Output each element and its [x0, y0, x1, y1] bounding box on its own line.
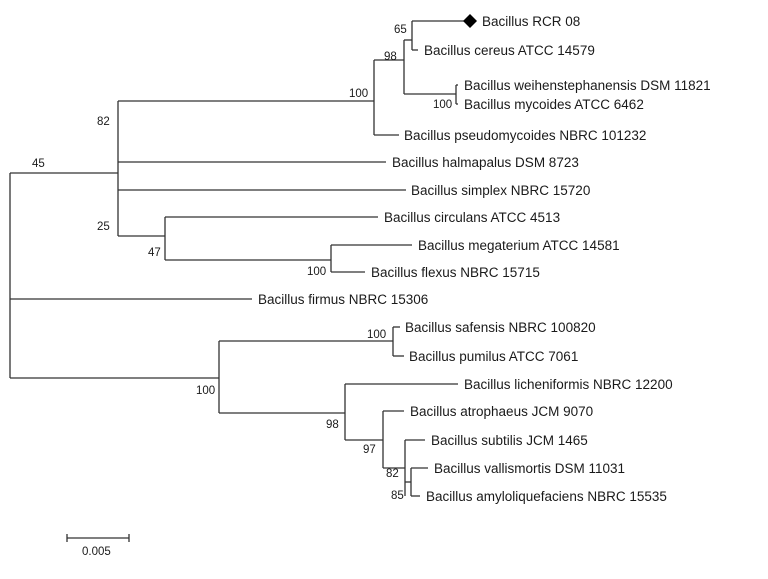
bootstrap-value: 82 — [97, 116, 110, 128]
bootstrap-value: 100 — [307, 266, 326, 278]
bootstrap-value: 25 — [97, 221, 110, 233]
bootstrap-value: 85 — [391, 490, 404, 502]
taxon-label: Bacillus vallismortis DSM 11031 — [434, 461, 625, 476]
taxon-label: Bacillus weihenstephanensis DSM 11821 — [464, 78, 711, 93]
bootstrap-value: 100 — [433, 99, 452, 111]
bootstrap-value: 100 — [349, 88, 368, 100]
taxon-label: Bacillus pseudomycoides NBRC 101232 — [404, 128, 646, 143]
taxon-label: Bacillus pumilus ATCC 7061 — [409, 349, 578, 364]
taxon-label: Bacillus halmapalus DSM 8723 — [392, 155, 579, 170]
taxon-label: Bacillus subtilis JCM 1465 — [431, 433, 588, 448]
bootstrap-value: 100 — [196, 385, 215, 397]
taxon-label: Bacillus atrophaeus JCM 9070 — [410, 404, 593, 419]
bootstrap-value: 100 — [367, 329, 386, 341]
taxon-labels: Bacillus RCR 08 Bacillus cereus ATCC 145… — [258, 14, 711, 504]
scale-bar-label: 0.005 — [82, 546, 111, 558]
taxon-label: Bacillus simplex NBRC 15720 — [411, 183, 590, 198]
taxon-label: Bacillus licheniformis NBRC 12200 — [464, 377, 673, 392]
taxon-label: Bacillus amyloliquefaciens NBRC 15535 — [426, 489, 667, 504]
tree-branches — [9, 20, 466, 497]
bootstrap-value: 97 — [363, 444, 376, 456]
bootstrap-value: 45 — [32, 158, 45, 170]
taxon-label: Bacillus circulans ATCC 4513 — [384, 210, 560, 225]
taxon-label: Bacillus mycoides ATCC 6462 — [464, 97, 644, 112]
bootstrap-value: 47 — [148, 247, 161, 259]
taxon-label: Bacillus megaterium ATCC 14581 — [418, 238, 620, 253]
taxon-label: Bacillus safensis NBRC 100820 — [405, 320, 596, 335]
filled-diamond-icon — [463, 14, 477, 28]
bootstrap-value: 98 — [384, 51, 397, 63]
taxon-label: Bacillus firmus NBRC 15306 — [258, 292, 428, 307]
bootstrap-value: 65 — [394, 24, 407, 36]
taxon-label: Bacillus RCR 08 — [482, 14, 580, 29]
bootstrap-value: 82 — [386, 468, 399, 480]
scale-bar: 0.005 — [66, 534, 130, 558]
bootstrap-value: 98 — [326, 419, 339, 431]
taxon-label: Bacillus flexus NBRC 15715 — [371, 265, 540, 280]
bootstrap-values: 65 98 100 100 82 45 25 47 100 100 100 98… — [32, 24, 452, 502]
taxon-label: Bacillus cereus ATCC 14579 — [424, 43, 595, 58]
